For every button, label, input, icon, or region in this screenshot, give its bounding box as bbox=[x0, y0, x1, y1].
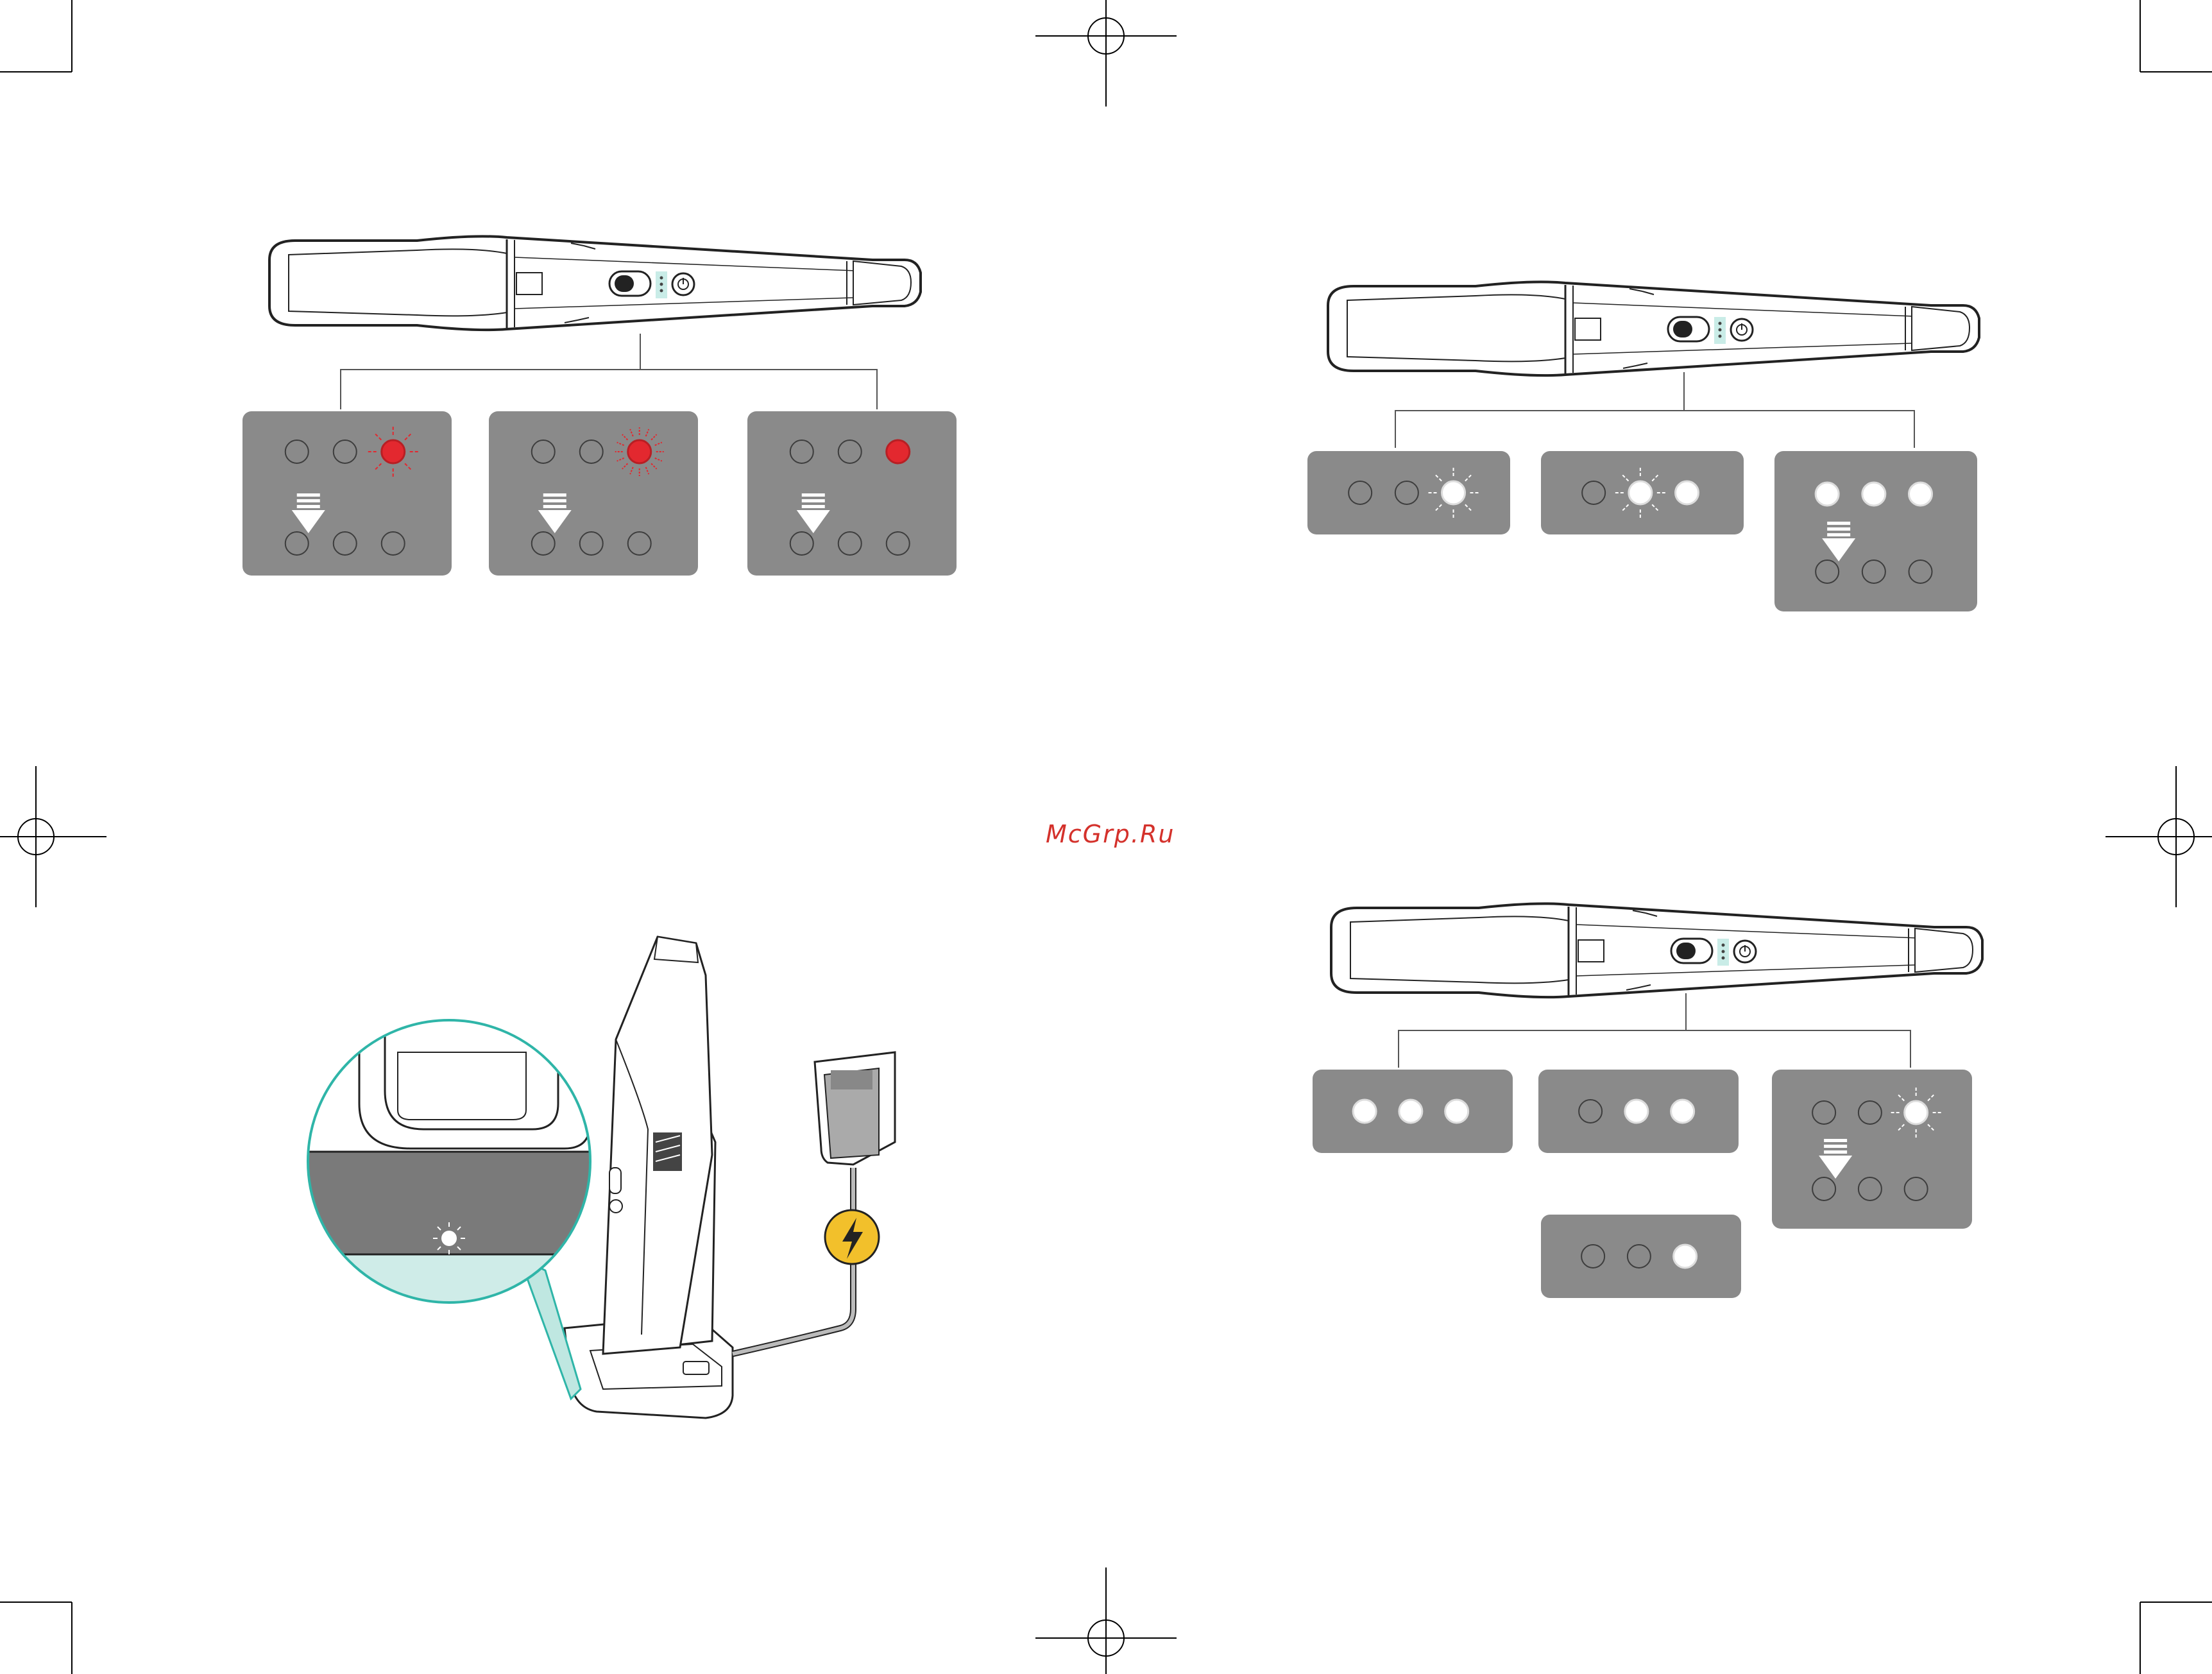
led-indicator-off bbox=[1582, 481, 1605, 504]
led-indicator-off bbox=[1581, 1245, 1604, 1268]
led-indicator-off bbox=[1395, 481, 1418, 504]
led-indicator-off bbox=[382, 532, 405, 555]
led-indicator-white bbox=[1353, 1100, 1376, 1123]
led-indicator-off bbox=[1905, 1177, 1928, 1200]
led-indicator-white bbox=[1862, 483, 1885, 506]
watermark: McGrp.Ru bbox=[1046, 820, 1175, 848]
led-indicator-off bbox=[532, 532, 555, 555]
led-indicator-off bbox=[628, 532, 651, 555]
led-indicator-white-flash bbox=[1629, 481, 1652, 504]
registration-mark-left bbox=[0, 766, 106, 907]
battery_level-panel-3 bbox=[1772, 1070, 1972, 1229]
dock-led bbox=[441, 1231, 457, 1246]
led-indicator-off bbox=[1812, 1101, 1835, 1124]
battery_level-panel-1 bbox=[1313, 1070, 1513, 1153]
led-indicator-white bbox=[1671, 1100, 1694, 1123]
charging-panel-2 bbox=[1541, 451, 1744, 534]
battery_level-panel-4 bbox=[1541, 1215, 1741, 1298]
vacuum-top-right bbox=[1328, 282, 1979, 375]
registration-mark-top bbox=[1035, 0, 1177, 107]
led-indicator-white-flash bbox=[1905, 1101, 1928, 1124]
charging-panel-3 bbox=[1774, 451, 1977, 611]
low_battery-panel-2 bbox=[489, 411, 698, 576]
led-indicator-off bbox=[790, 532, 813, 555]
battery_level-panel-2 bbox=[1538, 1070, 1739, 1153]
led-indicator-off bbox=[285, 440, 309, 463]
vacuum-top-left bbox=[269, 236, 921, 330]
led-indicator-red-flash bbox=[382, 440, 405, 463]
led-indicator-white bbox=[1816, 483, 1839, 506]
led-indicator-off bbox=[1628, 1245, 1651, 1268]
led-indicator-off bbox=[1859, 1177, 1882, 1200]
led-indicator-off bbox=[887, 532, 910, 555]
led-indicator-white-flash bbox=[1442, 481, 1465, 504]
led-indicator-off bbox=[1816, 560, 1839, 583]
led-indicator-off bbox=[1348, 481, 1372, 504]
low_battery-panel-3 bbox=[747, 411, 957, 576]
led-indicator-off bbox=[334, 532, 357, 555]
led-indicator-off bbox=[1909, 560, 1932, 583]
low_battery-panel-1 bbox=[242, 411, 452, 576]
led-indicator-off bbox=[532, 440, 555, 463]
led-indicator-white bbox=[1674, 1245, 1697, 1268]
led-indicator-off bbox=[580, 532, 603, 555]
registration-mark-right bbox=[2106, 766, 2212, 907]
led-indicator-white bbox=[1625, 1100, 1648, 1123]
charging-dock-illustration bbox=[302, 937, 895, 1418]
panel-background bbox=[1772, 1070, 1972, 1229]
led-indicator-white bbox=[1445, 1100, 1468, 1123]
led-indicator-off bbox=[1579, 1100, 1602, 1123]
led-indicator-red bbox=[887, 440, 910, 463]
panel-background bbox=[1774, 451, 1977, 611]
led-indicator-off bbox=[1812, 1177, 1835, 1200]
led-indicator-off bbox=[838, 440, 862, 463]
led-indicator-white bbox=[1399, 1100, 1422, 1123]
led-indicator-off bbox=[1859, 1101, 1882, 1124]
led-indicator-off bbox=[838, 532, 862, 555]
led-indicator-white bbox=[1676, 481, 1699, 504]
led-indicator-red-fast-flash bbox=[628, 440, 651, 463]
led-indicator-off bbox=[580, 440, 603, 463]
led-indicator-white bbox=[1909, 483, 1932, 506]
led-indicator-off bbox=[334, 440, 357, 463]
registration-mark-bottom bbox=[1035, 1567, 1177, 1674]
led-indicator-off bbox=[285, 532, 309, 555]
led-indicator-off bbox=[790, 440, 813, 463]
vacuum-bottom-right bbox=[1331, 903, 1982, 997]
led-indicator-off bbox=[1862, 560, 1885, 583]
charging-panel-1 bbox=[1307, 451, 1510, 534]
